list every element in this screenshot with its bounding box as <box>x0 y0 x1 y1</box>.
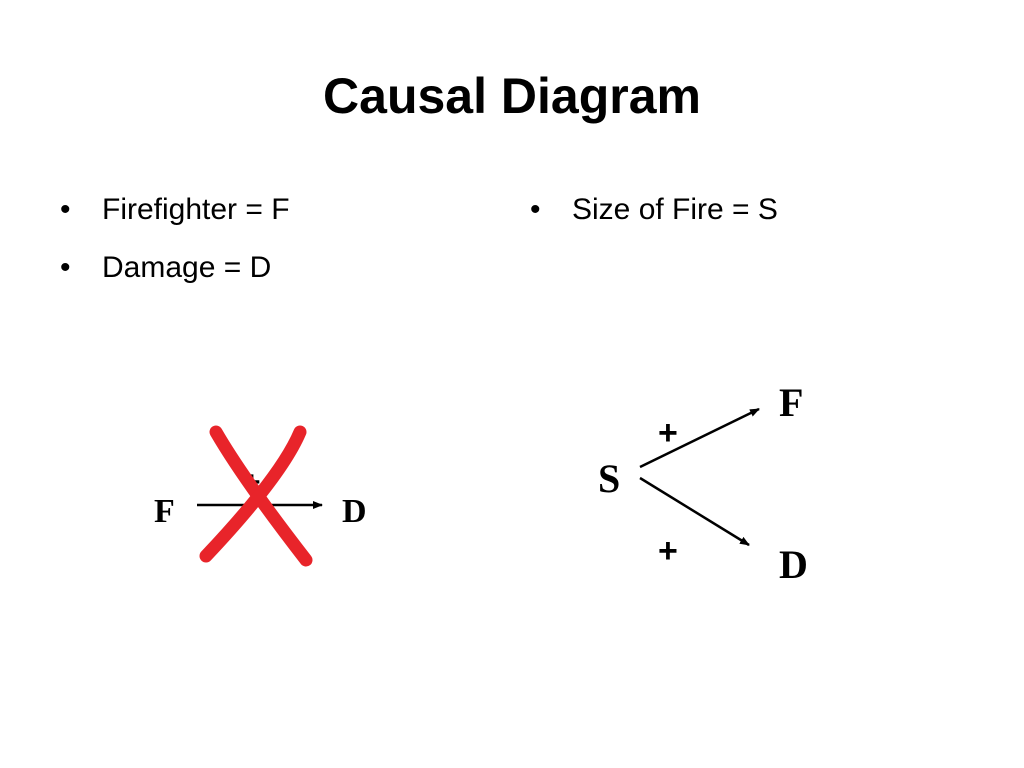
slide-title: Causal Diagram <box>323 68 701 124</box>
bullet-firefighter: Firefighter = F <box>60 192 290 228</box>
cross-stroke-2 <box>199 425 307 563</box>
node-f-right: F <box>779 380 803 425</box>
node-f-left: F <box>154 493 175 530</box>
bullet-list-left: Firefighter = F Damage = D <box>60 192 290 308</box>
bullet-list-right: Size of Fire = S <box>530 192 778 250</box>
arrow-s-to-f <box>639 407 760 469</box>
red-cross-mark <box>199 425 313 567</box>
node-d-right: D <box>779 542 808 587</box>
bullet-size-of-fire: Size of Fire = S <box>530 192 778 228</box>
node-d-left: D <box>342 493 367 530</box>
arrow-s-to-d <box>639 476 750 547</box>
rejected-diagram: F D + <box>154 425 367 567</box>
node-s: S <box>598 456 620 501</box>
bullet-damage: Damage = D <box>60 250 290 286</box>
sign-plus-s-to-d: + <box>658 532 678 570</box>
sign-plus-s-to-f: + <box>658 414 678 452</box>
accepted-diagram: S F D + + <box>598 380 808 587</box>
